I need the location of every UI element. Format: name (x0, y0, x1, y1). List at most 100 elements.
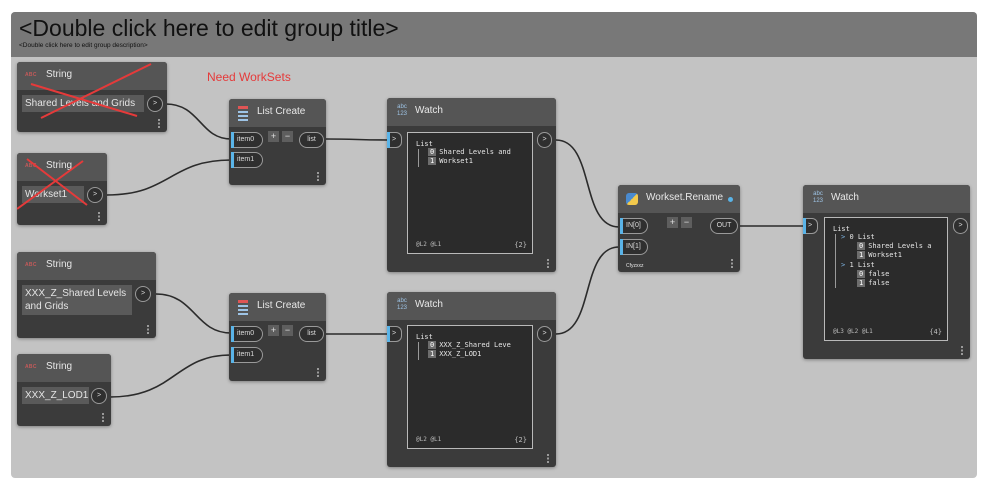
grip-icon[interactable] (158, 119, 160, 128)
remove-input-button[interactable]: − (282, 131, 293, 142)
input-port-item1[interactable]: item1 (231, 152, 263, 168)
input-port-item0[interactable]: item0 (231, 326, 263, 342)
string-node-1[interactable]: ABC String Shared Levels and Grids > (17, 62, 167, 132)
status-dot (728, 197, 733, 202)
input-port[interactable]: > (803, 218, 818, 234)
abc-icon: ABC (25, 262, 37, 268)
list-create-node-1[interactable]: List Create item0 item1 + − list (229, 99, 326, 185)
string-value-field[interactable]: XXX_Z_LOD1 (22, 387, 89, 404)
node-title: Watch (415, 105, 443, 116)
output-port-out[interactable]: OUT (710, 218, 738, 234)
input-port[interactable]: > (387, 132, 402, 148)
node-title: List Create (257, 106, 306, 117)
watch-count: {2} (514, 241, 527, 249)
node-title: String (46, 259, 73, 270)
watch-levels: @L3 @L2 @L1 (833, 328, 873, 335)
grip-icon[interactable] (547, 259, 549, 268)
list-create-icon (238, 300, 248, 315)
abc-icon: ABC (25, 163, 37, 169)
output-port[interactable]: > (537, 326, 552, 342)
input-port-item0[interactable]: item0 (231, 132, 263, 148)
node-header[interactable]: abc 123 Watch (387, 98, 556, 126)
string-node-4[interactable]: ABC String XXX_Z_LOD1 > (17, 354, 111, 426)
watch-list-label: List (416, 333, 433, 341)
output-port[interactable]: > (953, 218, 968, 234)
node-header[interactable]: Workset.Rename (618, 185, 740, 213)
output-port-list[interactable]: list (299, 326, 324, 342)
watch-levels: @L2 @L1 (416, 241, 442, 248)
node-header[interactable]: abc 123 Watch (387, 292, 556, 320)
node-header[interactable]: List Create (229, 293, 326, 321)
string-node-2[interactable]: ABC String Workset1 > (17, 153, 107, 225)
node-header[interactable]: ABC String (17, 62, 167, 90)
grip-icon[interactable] (317, 172, 319, 181)
node-header[interactable]: abc 123 Watch (803, 185, 970, 213)
input-port-item1[interactable]: item1 (231, 347, 263, 363)
watch-list-label: List (833, 225, 850, 233)
input-port-in1[interactable]: IN[1] (620, 239, 648, 255)
group-title[interactable]: <Double click here to edit group title> (19, 15, 399, 41)
node-id-label: Cfyzxxz (626, 263, 644, 269)
tree-guide (418, 342, 419, 360)
grip-icon[interactable] (102, 413, 104, 422)
grip-icon[interactable] (147, 325, 149, 334)
watch-icon: abc 123 (396, 104, 407, 117)
annotation-text: Need WorkSets (207, 70, 291, 84)
node-header[interactable]: ABC String (17, 153, 107, 181)
grip-icon[interactable] (961, 346, 963, 355)
grip-icon[interactable] (731, 259, 733, 268)
grip-icon[interactable] (547, 454, 549, 463)
group-description[interactable]: <Double click here to edit group descrip… (19, 42, 148, 49)
watch-sublist-1: > 1 List (841, 261, 875, 269)
list-create-icon (238, 106, 248, 121)
string-value-field[interactable]: Shared Levels and Grids (22, 95, 144, 112)
output-port[interactable]: > (147, 96, 163, 112)
tree-guide (418, 149, 419, 167)
add-input-button[interactable]: + (268, 131, 279, 142)
input-port[interactable]: > (387, 326, 402, 342)
python-icon (626, 193, 638, 205)
add-input-button[interactable]: + (667, 217, 678, 228)
grip-icon[interactable] (317, 368, 319, 377)
output-port[interactable]: > (135, 286, 151, 302)
string-value-field[interactable]: XXX_Z_Shared Levels and Grids (22, 285, 132, 315)
output-port-list[interactable]: list (299, 132, 324, 148)
string-value-field[interactable]: Workset1 (22, 186, 84, 203)
list-create-node-2[interactable]: List Create item0 item1 + − list (229, 293, 326, 381)
remove-input-button[interactable]: − (282, 325, 293, 336)
input-port-in0[interactable]: IN[0] (620, 218, 648, 234)
node-title: Workset.Rename (646, 192, 724, 203)
string-node-3[interactable]: ABC String XXX_Z_Shared Levels and Grids… (17, 252, 156, 338)
watch-list-label: List (416, 140, 433, 148)
output-port[interactable]: > (87, 187, 103, 203)
node-header[interactable]: ABC String (17, 354, 111, 382)
node-title: Watch (415, 299, 443, 310)
python-node-workset-rename[interactable]: Workset.Rename IN[0] IN[1] + − OUT Cfyzx… (618, 185, 740, 272)
watch-icon: abc 123 (812, 191, 823, 204)
node-header[interactable]: ABC String (17, 252, 156, 280)
node-header[interactable]: List Create (229, 99, 326, 127)
grip-icon[interactable] (98, 212, 100, 221)
output-port[interactable]: > (537, 132, 552, 148)
add-input-button[interactable]: + (268, 325, 279, 336)
node-title: String (46, 69, 73, 80)
abc-icon: ABC (25, 364, 37, 370)
watch-count: {2} (514, 436, 527, 444)
output-port[interactable]: > (91, 388, 107, 404)
group-header[interactable]: <Double click here to edit group title> … (11, 12, 977, 57)
remove-input-button[interactable]: − (681, 217, 692, 228)
node-title: String (46, 361, 73, 372)
